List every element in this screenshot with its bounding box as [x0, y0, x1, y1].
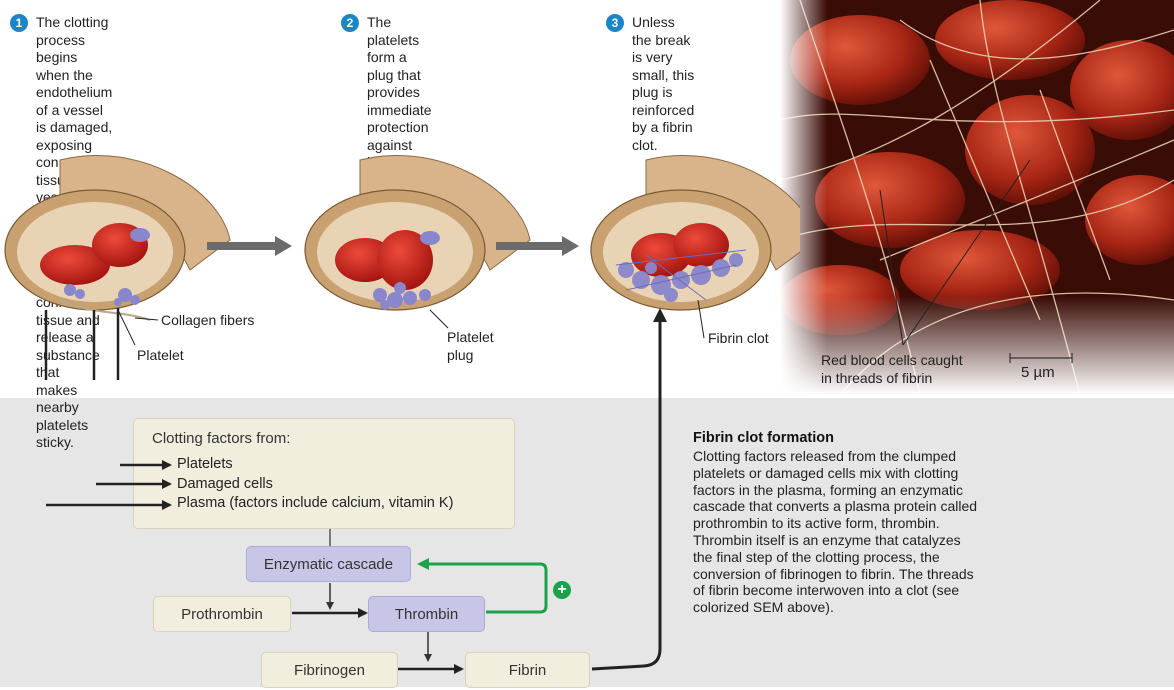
- source-lines: [46, 308, 122, 380]
- step-number-2: 2: [341, 14, 359, 32]
- prothrombin-box: Prothrombin: [153, 596, 291, 632]
- sem-micrograph: [780, 0, 1174, 395]
- positive-feedback-plus-icon: +: [553, 581, 571, 599]
- step-number-1: 1: [10, 14, 28, 32]
- thrombin-box: Thrombin: [368, 596, 485, 632]
- fibrin-box: Fibrin: [465, 652, 590, 688]
- label-platelet: Platelet: [137, 346, 184, 364]
- scale-bar-label: 5 µm: [1021, 364, 1055, 381]
- fibrinogen-box: Fibrinogen: [261, 652, 398, 688]
- label-platelet-plug: Platelet plug: [447, 328, 494, 364]
- scale-bar: [1008, 352, 1074, 364]
- description-title: Fibrin clot formation: [693, 430, 834, 446]
- vessel-2: [305, 155, 530, 328]
- enzymatic-cascade-box: Enzymatic cascade: [246, 546, 411, 582]
- label-collagen-fibers: Collagen fibers: [161, 311, 254, 329]
- label-fibrin-clot: Fibrin clot: [708, 329, 769, 347]
- vessel-illustrations: [0, 150, 800, 380]
- fibrin-to-clot-arrow: [580, 300, 680, 690]
- sem-caption: Red blood cells caught in threads of fib…: [821, 351, 963, 387]
- step-3-text: Unless the break is very small, this plu…: [632, 14, 694, 154]
- step-number-3: 3: [606, 14, 624, 32]
- description-body: Clotting factors released from the clump…: [693, 448, 977, 616]
